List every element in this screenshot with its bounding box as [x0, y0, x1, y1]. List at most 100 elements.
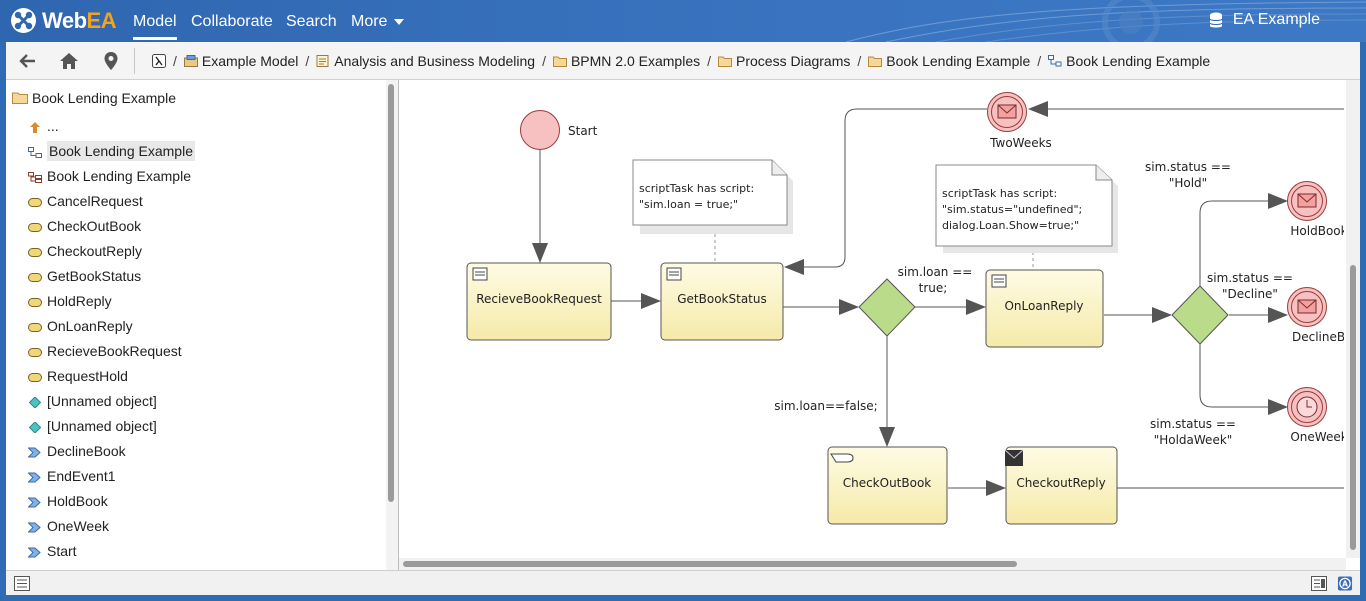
guard-one-week: "HoldaWeek": [1154, 433, 1233, 447]
tree-item[interactable]: TwoWeeks: [28, 565, 115, 570]
connectors: [532, 101, 1344, 496]
tree-item[interactable]: DeclineBook: [28, 440, 126, 462]
tree-item[interactable]: [Unnamed object]: [28, 390, 157, 412]
tree-item[interactable]: CheckOutBook: [28, 215, 141, 237]
task-label: OnLoanReply: [1004, 299, 1083, 313]
repository-name[interactable]: EA Example: [1232, 11, 1320, 28]
note-text: scriptTask has script:: [942, 187, 1057, 200]
decline-book-label: DeclineBoo: [1292, 330, 1344, 344]
svg-text:A: A: [1342, 579, 1348, 588]
activity-icon: [28, 365, 47, 387]
guard-one-week: sim.status ==: [1150, 417, 1236, 431]
task-check-out-book[interactable]: CheckOutBook: [827, 446, 948, 525]
tree-item-label: TwoWeeks: [47, 568, 115, 570]
one-week-event[interactable]: OneWeek: [1287, 387, 1345, 445]
model-icon: [183, 55, 198, 67]
properties-panel-icon[interactable]: [1311, 576, 1327, 591]
task-on-loan-reply[interactable]: OnLoanReply: [985, 269, 1104, 348]
breadcrumb-book-lending-folder[interactable]: Book Lending Example: [868, 53, 1030, 69]
diagram-horizontal-scrollbar[interactable]: [399, 558, 1346, 570]
breadcrumb-bpmn-examples[interactable]: BPMN 2.0 Examples: [552, 53, 700, 69]
webea-logo: [11, 8, 36, 33]
exclusive-gateway-loan[interactable]: [858, 278, 916, 337]
chevron-down-icon: [394, 18, 405, 25]
tree-item-label: ...: [47, 118, 59, 134]
tree-root-item[interactable]: Book Lending Example: [12, 90, 176, 106]
back-arrow-icon[interactable]: [17, 50, 39, 72]
about-info-icon[interactable]: A: [1337, 576, 1353, 591]
tree-item[interactable]: ...: [28, 115, 59, 137]
tree-item[interactable]: RecieveBookRequest: [28, 340, 182, 362]
tree-item[interactable]: GetBookStatus: [28, 265, 141, 287]
tree-item[interactable]: Book Lending Example: [28, 140, 195, 162]
main-frame: /Example Model/Analysis and Business Mod…: [6, 42, 1360, 595]
tree-item[interactable]: Start: [28, 540, 77, 562]
guard-loan-true: true;: [919, 281, 948, 295]
tree-item[interactable]: EndEvent1: [28, 465, 116, 487]
tree-scrollbar[interactable]: [386, 80, 398, 570]
task-checkout-reply[interactable]: CheckoutReply: [1004, 446, 1118, 525]
tree-item-label: [Unnamed object]: [47, 393, 157, 409]
tree-item-label: RecieveBookRequest: [47, 343, 182, 359]
two-weeks-label: TwoWeeks: [989, 136, 1052, 150]
activity-icon: [28, 190, 47, 212]
task-label: CheckoutReply: [1016, 476, 1105, 490]
location-pin-icon[interactable]: [100, 50, 122, 72]
script-note-1[interactable]: scriptTask has script: "sim.loan = true;…: [632, 159, 793, 234]
activity-icon: [28, 265, 47, 287]
task-recieve-book-request[interactable]: RecieveBookRequest: [466, 262, 612, 341]
guard-labels: sim.loan == true; sim.loan==false; sim.s…: [774, 160, 1293, 447]
tree-item-label: GetBookStatus: [47, 268, 142, 284]
tree-item-label: OnLoanReply: [47, 318, 133, 334]
diagram-vertical-scrollbar[interactable]: [1346, 80, 1360, 558]
bpmn-diagram-icon: [1048, 55, 1062, 67]
tree-item[interactable]: CancelRequest: [28, 190, 143, 212]
event-icon: [28, 540, 47, 562]
breadcrumb-process-diagrams[interactable]: Process Diagrams: [718, 53, 850, 69]
one-week-label: OneWeek: [1290, 430, 1344, 444]
diagram-canvas[interactable]: Start TwoWeeks RecieveBookRequest GetBoo…: [399, 80, 1344, 558]
tree-item-label: CheckOutBook: [47, 218, 142, 234]
tree-item[interactable]: RequestHold: [28, 365, 128, 387]
tree-item[interactable]: OneWeek: [28, 515, 109, 537]
start-event[interactable]: Start: [520, 110, 598, 150]
vertical-scrollbar-thumb[interactable]: [1350, 265, 1356, 550]
home-icon[interactable]: [58, 50, 80, 72]
panel-splitter[interactable]: [398, 80, 399, 570]
top-bar: WebEA Model Collaborate Search More EA E…: [0, 0, 1366, 42]
activity-icon: [28, 240, 47, 262]
menu-model[interactable]: Model: [133, 13, 177, 40]
task-get-book-status[interactable]: GetBookStatus: [660, 262, 784, 341]
guard-hold: "Hold": [1169, 176, 1207, 190]
script-task-icon: [472, 267, 488, 281]
hold-book-event[interactable]: HoldBook: [1287, 181, 1345, 239]
note-text: scriptTask has script:: [639, 182, 754, 195]
up-arrow-icon: [28, 115, 47, 137]
model-root-icon[interactable]: [152, 54, 166, 68]
menu-collaborate[interactable]: Collaborate: [191, 13, 273, 30]
script-note-2[interactable]: scriptTask has script: "sim.status="unde…: [935, 164, 1118, 253]
tree-item[interactable]: Book Lending Example: [28, 165, 191, 187]
menu-search[interactable]: Search: [286, 13, 337, 30]
tree-item[interactable]: CheckoutReply: [28, 240, 142, 262]
exclusive-gateway-status[interactable]: [1171, 285, 1229, 345]
start-event-label: Start: [568, 124, 598, 138]
decline-book-event[interactable]: DeclineBoo: [1287, 287, 1345, 345]
breadcrumb-example-model[interactable]: Example Model: [183, 53, 298, 69]
breadcrumb-analysis-business-modeling[interactable]: Analysis and Business Modeling: [316, 53, 535, 69]
tree-item[interactable]: HoldReply: [28, 290, 112, 312]
gateway-icon: [28, 390, 47, 412]
menu-more[interactable]: More: [351, 13, 405, 31]
tree-item[interactable]: OnLoanReply: [28, 315, 133, 337]
horizontal-scrollbar-thumb[interactable]: [403, 561, 1017, 567]
tree-item-label: HoldReply: [47, 293, 112, 309]
tree-item[interactable]: HoldBook: [28, 490, 108, 512]
list-view-icon[interactable]: [14, 576, 30, 591]
note-text: "sim.loan = true;": [639, 198, 738, 211]
breadcrumb-book-lending-diagram[interactable]: Book Lending Example: [1048, 53, 1210, 69]
guard-hold: sim.status ==: [1145, 160, 1231, 174]
tree-item[interactable]: [Unnamed object]: [28, 415, 157, 437]
tree-scrollbar-thumb[interactable]: [388, 84, 394, 502]
navigation-toolbar: /Example Model/Analysis and Business Mod…: [6, 42, 1360, 80]
two-weeks-event[interactable]: TwoWeeks: [987, 92, 1052, 151]
